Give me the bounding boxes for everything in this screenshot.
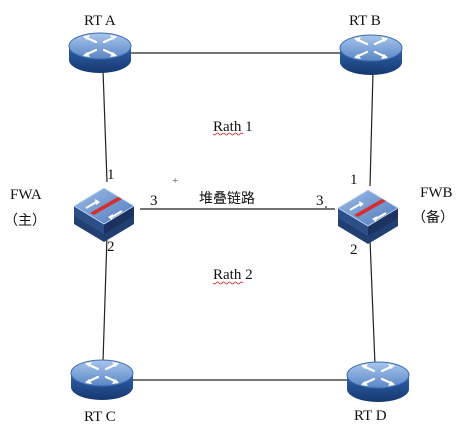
links [102, 52, 376, 381]
fwb-port-1: 1 [350, 172, 358, 188]
router-icon [67, 31, 133, 75]
router-icon [338, 33, 404, 77]
port-labels: 1 3 2 1 3 2 [107, 167, 358, 258]
fwb-port-3: 3 [316, 193, 324, 209]
spellcheck-underline [212, 281, 244, 285]
firewall-fwa[interactable]: FWA （主） [4, 187, 135, 243]
link-fwa-rtc [102, 235, 108, 363]
fwa-port-3: 3 [150, 193, 158, 209]
router-rtb[interactable]: RT B [338, 13, 404, 77]
firewall-icon [73, 187, 135, 243]
spellcheck-underline [212, 132, 244, 136]
fwb-port-2: 2 [350, 242, 358, 258]
link-fwb-rtd [369, 239, 376, 366]
path-2-label-group: Rath 2 [212, 267, 253, 285]
fwa-port-1: 1 [107, 167, 115, 183]
firewall-fwa-role: （主） [4, 213, 46, 229]
router-icon [345, 360, 411, 404]
router-rtc[interactable]: RT C [69, 358, 135, 425]
router-rtb-label: RT B [349, 13, 381, 29]
firewall-fwb-role: （备） [412, 209, 454, 226]
router-rta-label: RT A [84, 13, 116, 29]
firewall-icon [337, 189, 399, 245]
path-1-label-group: Rath 1 [212, 119, 253, 136]
router-icon [69, 358, 135, 402]
firewall-fwa-label: FWA [10, 187, 42, 203]
router-rtd-label: RT D [354, 408, 387, 424]
path-2-label: Rath 2 [213, 267, 253, 283]
router-rtd[interactable]: RT D [345, 360, 411, 424]
firewall-fwb-label: FWB [420, 185, 453, 201]
link-rtb-fwb [369, 71, 374, 187]
plus-mark-icon: + [172, 175, 178, 187]
path-1-label: Rath 1 [213, 119, 253, 135]
fwa-port-2: 2 [107, 239, 115, 255]
dot-mark [325, 206, 327, 208]
link-rta-fwa [102, 69, 108, 183]
firewall-fwb[interactable]: FWB （备） [337, 185, 454, 245]
router-rtc-label: RT C [84, 409, 116, 425]
stack-link-label: 堆叠链路 [199, 191, 255, 207]
router-rta[interactable]: RT A [67, 13, 133, 75]
